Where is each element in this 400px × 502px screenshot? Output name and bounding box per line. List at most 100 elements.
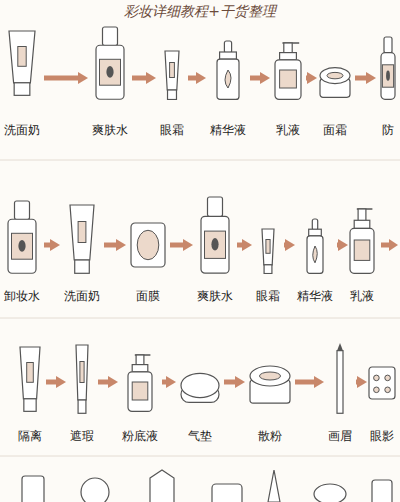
product-item: 精华液	[295, 218, 335, 304]
product-label: 洗面奶	[4, 122, 40, 138]
product-item: 面膜	[128, 222, 168, 304]
flow-arrow	[237, 243, 242, 248]
icon-part	[208, 197, 223, 217]
product-item: 爽肤水	[195, 196, 235, 304]
product-label: 隔离	[18, 428, 42, 444]
product-item: 面霜	[317, 66, 353, 138]
icon-part	[275, 60, 301, 100]
box-icon	[212, 484, 242, 502]
icon-part	[260, 372, 281, 380]
icon-part	[382, 65, 393, 87]
icon-part	[131, 223, 165, 267]
icon-part	[217, 59, 239, 99]
icon-part	[280, 70, 297, 88]
product-icon	[261, 228, 275, 274]
product-icon	[274, 40, 302, 100]
arrow-shaft	[381, 243, 389, 248]
product-label: 精华液	[297, 288, 333, 304]
icon-part	[312, 219, 317, 230]
icon-part	[262, 229, 274, 265]
flow-arrow	[44, 76, 78, 81]
flow-arrow	[44, 243, 50, 248]
icon-part	[384, 37, 392, 53]
jar-icon	[314, 484, 346, 502]
flow-arrow	[356, 380, 357, 385]
product-icon	[249, 364, 291, 404]
icon-part	[307, 236, 323, 274]
icon-part	[132, 365, 148, 372]
icon-part	[70, 205, 94, 260]
icon-part	[168, 90, 177, 100]
icon-part	[9, 31, 35, 83]
product-label: 气垫	[188, 428, 212, 444]
icon-part	[18, 240, 25, 252]
tube-icon	[372, 480, 392, 502]
product-item: 气垫	[178, 372, 222, 444]
icon-part	[358, 209, 366, 221]
icon-part	[24, 399, 36, 412]
product-item: 眼影	[366, 366, 398, 444]
product-item: 防	[378, 36, 398, 138]
icon-part	[96, 45, 124, 99]
product-icon	[336, 342, 344, 414]
product-label: 眼霜	[256, 288, 280, 304]
tube-icon	[22, 476, 44, 502]
icon-part	[381, 53, 395, 100]
product-label: 眼霜	[160, 122, 184, 138]
icon-part	[106, 66, 113, 78]
product-label: 洗面奶	[64, 288, 100, 304]
icon-part	[224, 41, 231, 53]
icon-part	[211, 238, 218, 250]
icon-part	[78, 400, 86, 413]
icon-part	[266, 240, 270, 254]
icon-part	[385, 387, 391, 393]
icon-part	[181, 373, 219, 397]
icon-part	[137, 230, 159, 259]
icon-part	[128, 372, 152, 412]
icon-part	[386, 71, 390, 81]
product-label: 遮瑕	[70, 428, 94, 444]
icon-part	[165, 51, 179, 90]
product-icon	[306, 218, 324, 274]
product-label: 卸妆水	[4, 288, 40, 304]
product-label: 粉底液	[122, 428, 158, 444]
icon-part	[205, 231, 226, 258]
brush-icon	[268, 470, 280, 502]
product-item: 眼霜	[254, 228, 282, 304]
bottle-icon	[150, 470, 174, 502]
product-icon	[319, 66, 351, 98]
icon-part	[12, 233, 33, 259]
product-icon	[19, 346, 41, 412]
icon-part	[350, 228, 374, 273]
product-icon	[75, 344, 89, 414]
flow-arrow	[104, 243, 116, 248]
product-label: 精华液	[210, 122, 246, 138]
icon-part	[320, 68, 350, 84]
product-label: 乳液	[350, 288, 374, 304]
icon-part	[327, 72, 343, 78]
icon-part	[374, 387, 380, 393]
product-item: 画眉	[326, 342, 354, 444]
row-divider	[0, 456, 400, 457]
icon-part	[76, 345, 88, 400]
product-icon	[69, 204, 95, 274]
product-icon	[380, 36, 396, 100]
icon-part	[132, 382, 148, 400]
flow-arrow	[250, 76, 260, 81]
icon-part	[8, 219, 36, 273]
icon-part	[201, 216, 229, 273]
product-icon	[216, 40, 240, 100]
flow-arrow	[224, 380, 235, 385]
arrow-head	[389, 239, 398, 251]
product-label: 面膜	[136, 288, 160, 304]
product-item: 眼霜	[158, 50, 186, 138]
product-label: 面霜	[323, 122, 347, 138]
icon-part	[78, 222, 86, 243]
icon-part	[103, 27, 118, 46]
flow-arrow	[306, 76, 307, 81]
product-item: 精华液	[208, 40, 248, 138]
icon-part	[354, 240, 370, 260]
product-icon	[180, 372, 220, 404]
